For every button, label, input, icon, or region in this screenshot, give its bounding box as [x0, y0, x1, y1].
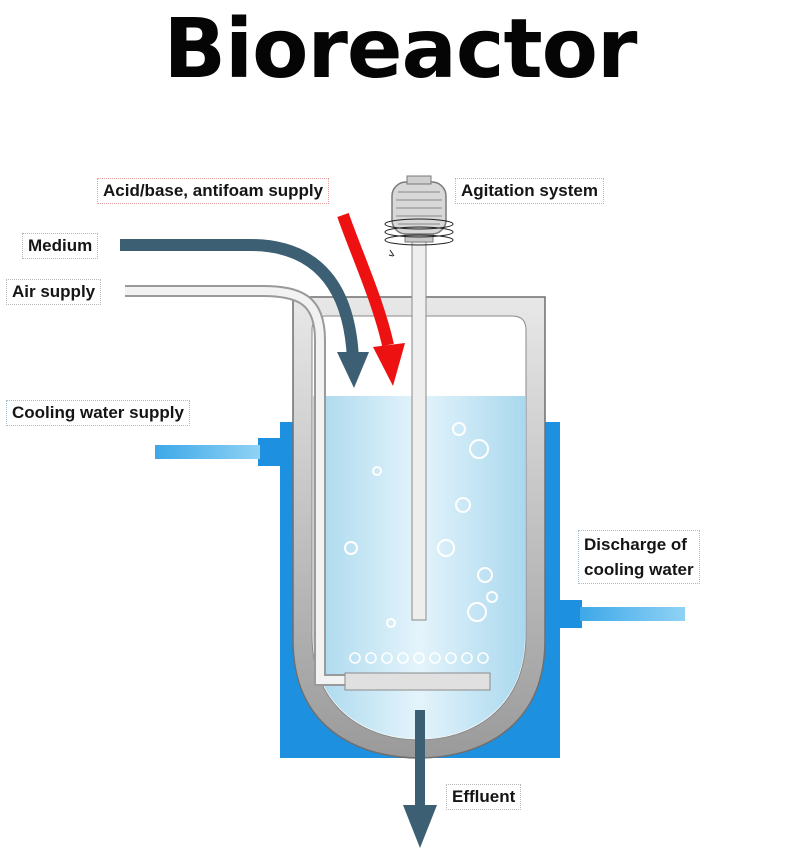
label-effluent: Effluent [446, 784, 522, 810]
air-supply-tube [125, 287, 345, 684]
label-discharge-line-1: Discharge of [584, 535, 687, 554]
label-medium: Medium [22, 233, 99, 259]
label-discharge-line-2: cooling water [584, 560, 694, 579]
agitator-shaft [411, 227, 427, 621]
sparger [344, 672, 491, 691]
label-cooling-water-supply: Cooling water supply [6, 400, 190, 426]
effluent-pipe [415, 710, 425, 810]
label-agitation-system: Agitation system [455, 178, 604, 204]
acid-base-arrow-icon [373, 343, 405, 386]
air-bubbles [344, 422, 498, 628]
medium-arrow-icon [337, 352, 369, 388]
sparger-bubbles [349, 652, 489, 664]
label-discharge-cooling-water: Discharge of cooling water [578, 530, 700, 584]
rotation-arrows-icon [384, 218, 454, 257]
label-acid-base-supply: Acid/base, antifoam supply [97, 178, 330, 204]
effluent-arrow-icon [403, 805, 437, 848]
acid-base-feed-line [337, 213, 394, 347]
diagram-title: Bioreactor [163, 2, 638, 97]
agitation-motor-icon [391, 175, 447, 243]
medium-feed-line [120, 239, 359, 361]
cooling-water-outlet-pipe [580, 607, 685, 621]
cooling-water-inlet-pipe [155, 445, 260, 459]
label-air-supply: Air supply [6, 279, 102, 305]
